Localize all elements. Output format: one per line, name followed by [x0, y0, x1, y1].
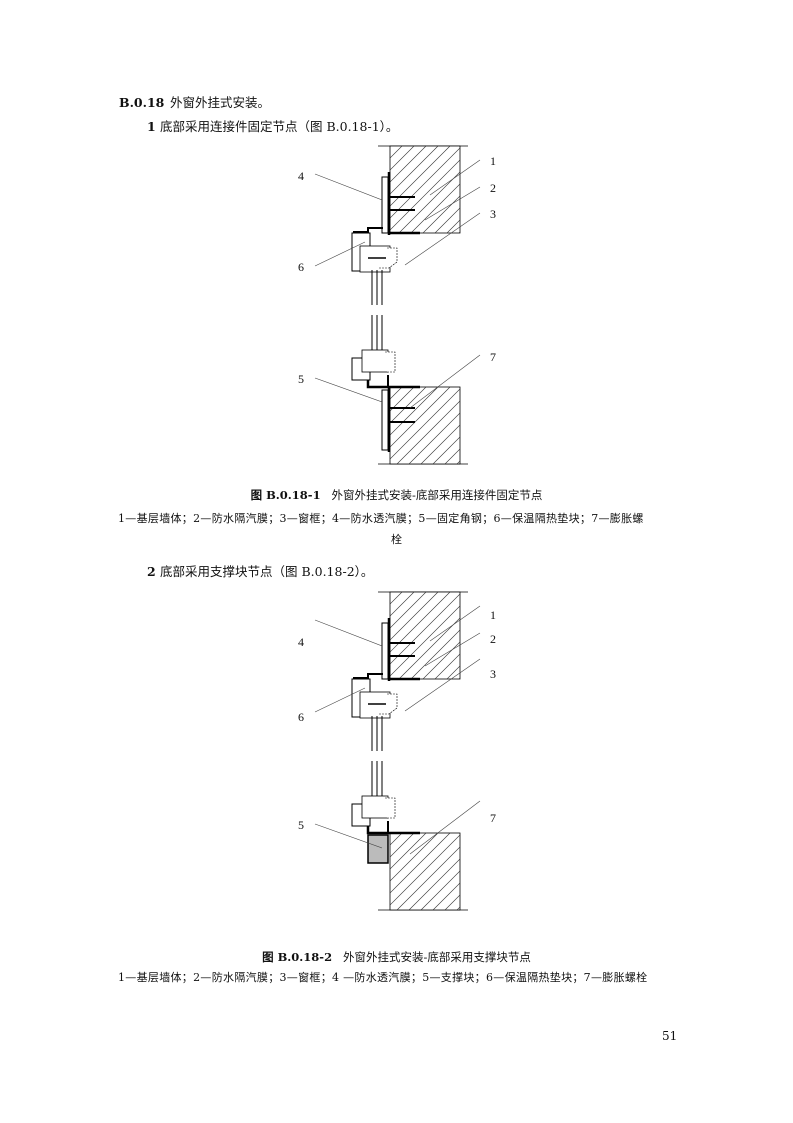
figure-1-title: 外窗外挂式安装-底部采用连接件固定节点: [331, 488, 543, 502]
figure-1-legend: 1—基层墙体；2—防水隔汽膜；3—窗框；4—防水透汽膜；5—固定角钢；6—保温隔…: [118, 512, 644, 525]
label-7: 7: [490, 350, 496, 364]
section-number: B.0.18: [119, 95, 165, 110]
label-5: 5: [298, 818, 304, 832]
label-3: 3: [490, 207, 496, 221]
item-2-number: 2: [147, 564, 156, 579]
label-2: 2: [490, 181, 496, 195]
figure-1-number: 图 B.0.18-1: [250, 488, 321, 502]
label-5: 5: [298, 372, 304, 386]
section-title: 外窗外挂式安装。: [170, 95, 271, 110]
figure-2-title: 外窗外挂式安装-底部采用支撑块节点: [343, 950, 531, 964]
label-4: 4: [298, 169, 304, 183]
figure-2-caption: 图 B.0.18-2 外窗外挂式安装-底部采用支撑块节点: [0, 949, 793, 965]
figure-1-caption: 图 B.0.18-1 外窗外挂式安装-底部采用连接件固定节点: [0, 487, 793, 503]
window-section-drawing: [314, 145, 481, 465]
item-1-text: 底部采用连接件固定节点（图 B.0.18-1）。: [160, 119, 399, 134]
page-number: 51: [662, 1029, 678, 1043]
label-4: 4: [298, 635, 304, 649]
label-2: 2: [490, 632, 496, 646]
label-6: 6: [298, 710, 304, 724]
item-1-number: 1: [147, 119, 156, 134]
figure-2-drawing: 1 2 3 4 5 6 7: [290, 586, 520, 916]
figure-2-number: 图 B.0.18-2: [262, 950, 333, 964]
label-7: 7: [490, 811, 496, 825]
label-6: 6: [298, 260, 304, 274]
figure-1-legend-cont: 栓: [391, 533, 402, 546]
label-1: 1: [490, 608, 496, 622]
item-2-text: 底部采用支撑块节点（图 B.0.18-2）。: [160, 564, 374, 579]
label-3: 3: [490, 667, 496, 681]
window-section-drawing: [314, 591, 481, 911]
label-1: 1: [490, 154, 496, 168]
figure-2-legend: 1—基层墙体；2—防水隔汽膜；3—窗框；4 —防水透汽膜；5—支撑块；6—保温隔…: [118, 971, 648, 984]
figure-1-drawing: 1 2 3 4 5 6 7: [290, 140, 520, 470]
